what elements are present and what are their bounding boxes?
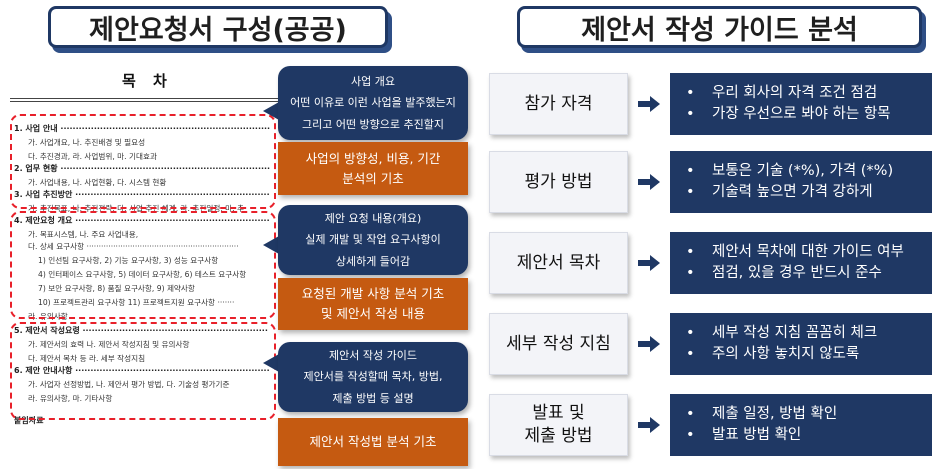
guide-category-label: 참가 자격: [524, 93, 593, 114]
highlight-section-4: [10, 211, 276, 319]
bullet-text: 제출 일정, 방법 확인: [712, 405, 838, 422]
bullet-item: • 세부 작성 지침 꼼꼼히 체크: [686, 323, 932, 344]
guide-category-label: 발표 및: [532, 403, 585, 424]
toc-line: 7) 보안 요구사항, 8) 품질 요구사항, 9) 제약사항: [38, 284, 195, 293]
bullet-icon: •: [686, 346, 695, 362]
bullet-icon: •: [686, 106, 695, 122]
right-arrow-icon: [638, 96, 660, 112]
guide-description: • 제안서 목차에 대한 가이드 여부 • 점검, 있을 경우 반드시 준수: [670, 232, 932, 294]
right-arrow-icon: [638, 255, 660, 271]
guide-category: 평가 방법: [489, 151, 628, 213]
guide-description: • 보통은 기술 (*%), 가격 (*%) • 기술력 높으면 가격 강하게: [670, 151, 932, 213]
guide-description: • 제출 일정, 방법 확인 • 발표 방법 확인: [670, 394, 932, 456]
guide-category-label: 제안서 목차: [516, 252, 601, 273]
bullet-item: • 우리 회사의 자격 조건 점검: [686, 83, 932, 104]
bullet-item: • 기술력 높으면 가격 강하게: [686, 182, 932, 203]
toc-line: 다. 추진경과, 라. 사업범위, 마. 기대효과: [28, 152, 157, 161]
note-request-content: 제안 요청 내용(개요) 실제 개발 및 작업 요구사항이 상세하게 들어감: [278, 205, 468, 275]
toc-title: 목 차: [122, 72, 173, 90]
bullet-text: 주의 사항 놓치지 않도록: [712, 346, 860, 362]
toc-line: 라. 유의사항, 마. 기타사항: [28, 394, 113, 403]
bullet-item: • 가장 우선으로 봐야 하는 항목: [686, 104, 932, 125]
bullet-icon: •: [686, 265, 695, 281]
bullet-text: 제안서 목차에 대한 가이드 여부: [712, 243, 904, 260]
toc-top-rule: [10, 98, 294, 99]
toc-line: 6. 제안 안내사항 ·····························…: [14, 366, 270, 375]
bullet-text: 세부 작성 지침 꼼꼼히 체크: [712, 324, 878, 341]
toc-line: 붙임자료: [14, 416, 44, 425]
guide-description: • 우리 회사의 자격 조건 점검 • 가장 우선으로 봐야 하는 항목: [670, 73, 932, 135]
bullet-item: • 발표 방법 확인: [686, 425, 932, 446]
toc-line: 3. 사업 추진방안 ·····························…: [14, 190, 270, 199]
bullet-text: 우리 회사의 자격 조건 점검: [712, 84, 878, 101]
right-arrow-icon: [638, 174, 660, 190]
callout-pointer-2: [263, 236, 279, 254]
toc-top-rule-2: [10, 101, 294, 102]
bullet-text: 보통은 기술 (*%), 가격 (*%): [712, 162, 894, 179]
toc-line: 5. 제안서 작성요령 ····························…: [14, 326, 268, 335]
guide-category-label: 제출 방법: [524, 426, 593, 446]
bullet-icon: •: [686, 427, 695, 443]
toc-document: 목 차 1. 사업 안내 ···························…: [4, 64, 298, 469]
bullet-item: • 점검, 있을 경우 반드시 준수: [686, 263, 932, 284]
toc-line: 4) 인터페이스 요구사항, 5) 데이터 요구사항, 6) 테스트 요구사항: [38, 270, 247, 279]
bullet-text: 점검, 있을 경우 반드시 준수: [712, 265, 882, 281]
bullet-item: • 보통은 기술 (*%), 가격 (*%): [686, 161, 932, 182]
right-arrow-icon: [638, 417, 660, 433]
bullet-icon: •: [686, 243, 695, 260]
bullet-icon: •: [686, 84, 695, 101]
toc-line: 다. 제안서 목차 등 라. 세부 작성지침: [28, 354, 146, 363]
right-section-title: 제안서 작성 가이드 분석: [517, 6, 922, 48]
guide-category-label: 평가 방법: [524, 171, 593, 192]
note-development-analysis: 요청된 개발 사항 분석 기초 및 제안서 작성 내용: [278, 278, 468, 330]
toc-line: 다. 상세 요구사항 ·····························…: [28, 242, 239, 251]
toc-line: 라. 유의사항: [28, 312, 68, 321]
bullet-item: • 제안서 목차에 대한 가이드 여부: [686, 242, 932, 263]
highlight-section-1-3: [10, 114, 276, 209]
bullet-text: 발표 방법 확인: [712, 427, 802, 443]
callout-pointer-3: [263, 354, 279, 372]
guide-category-label: 세부 작성 지침: [506, 333, 611, 354]
toc-line: 가. 사업내용, 나. 사업현황, 다. 시스템 현황: [28, 178, 167, 187]
callout-pointer-1: [263, 102, 279, 120]
bullet-item: • 제출 일정, 방법 확인: [686, 404, 932, 425]
guide-description: • 세부 작성 지침 꼼꼼히 체크 • 주의 사항 놓치지 않도록: [670, 313, 932, 375]
bullet-item: • 주의 사항 놓치지 않도록: [686, 344, 932, 365]
toc-line: 2. 업무 현황 ·······························…: [14, 164, 271, 173]
toc-line: 10) 프로젝트관리 요구사항 11) 프로젝트지원 요구사항 ·······: [38, 298, 235, 307]
highlight-section-5-6: [10, 322, 276, 420]
note-business-overview: 사업 개요 어떤 이유로 이런 사업을 발주했는지 그리고 어떤 방향으로 추진…: [278, 66, 468, 140]
note-business-direction: 사업의 방향성, 비용, 기간 분석의 기초: [278, 142, 468, 195]
bullet-text: 가장 우선으로 봐야 하는 항목: [712, 106, 891, 122]
bullet-icon: •: [686, 184, 695, 200]
note-writing-method-analysis: 제안서 작성법 분석 기초: [278, 418, 468, 466]
guide-category: 참가 자격: [489, 73, 628, 135]
guide-category: 제안서 목차: [489, 232, 628, 294]
toc-line: 가. 제안서의 효력 나. 제안서 작성지침 및 유의사항: [28, 340, 190, 349]
bullet-icon: •: [686, 162, 695, 179]
guide-category: 세부 작성 지침: [489, 313, 628, 375]
toc-line: 4. 제안요청 개요 ·····························…: [14, 216, 270, 225]
bullet-icon: •: [686, 405, 695, 422]
toc-line: 가. 사업자 선정방법, 나. 제안서 평가 방법, 다. 기술성 평가기준: [28, 380, 230, 389]
toc-line: 1. 사업 안내 ·······························…: [14, 124, 271, 133]
note-writing-guide: 제안서 작성 가이드 제안서를 작성할때 목차, 방법, 제출 방법 등 설명: [278, 342, 468, 412]
toc-line: 가. 사업개요, 나. 추진배경 및 필요성: [28, 138, 146, 147]
left-section-title: 제안요청서 구성(공공): [48, 6, 388, 48]
right-arrow-icon: [638, 336, 660, 352]
bullet-icon: •: [686, 324, 695, 341]
bullet-text: 기술력 높으면 가격 강하게: [712, 184, 873, 200]
toc-line: 1) 인선팀 요구사항, 2) 기능 요구사항, 3) 성능 요구사항: [38, 256, 219, 265]
toc-line: 가. 목표시스템, 나. 주요 사업내용,: [28, 230, 139, 239]
